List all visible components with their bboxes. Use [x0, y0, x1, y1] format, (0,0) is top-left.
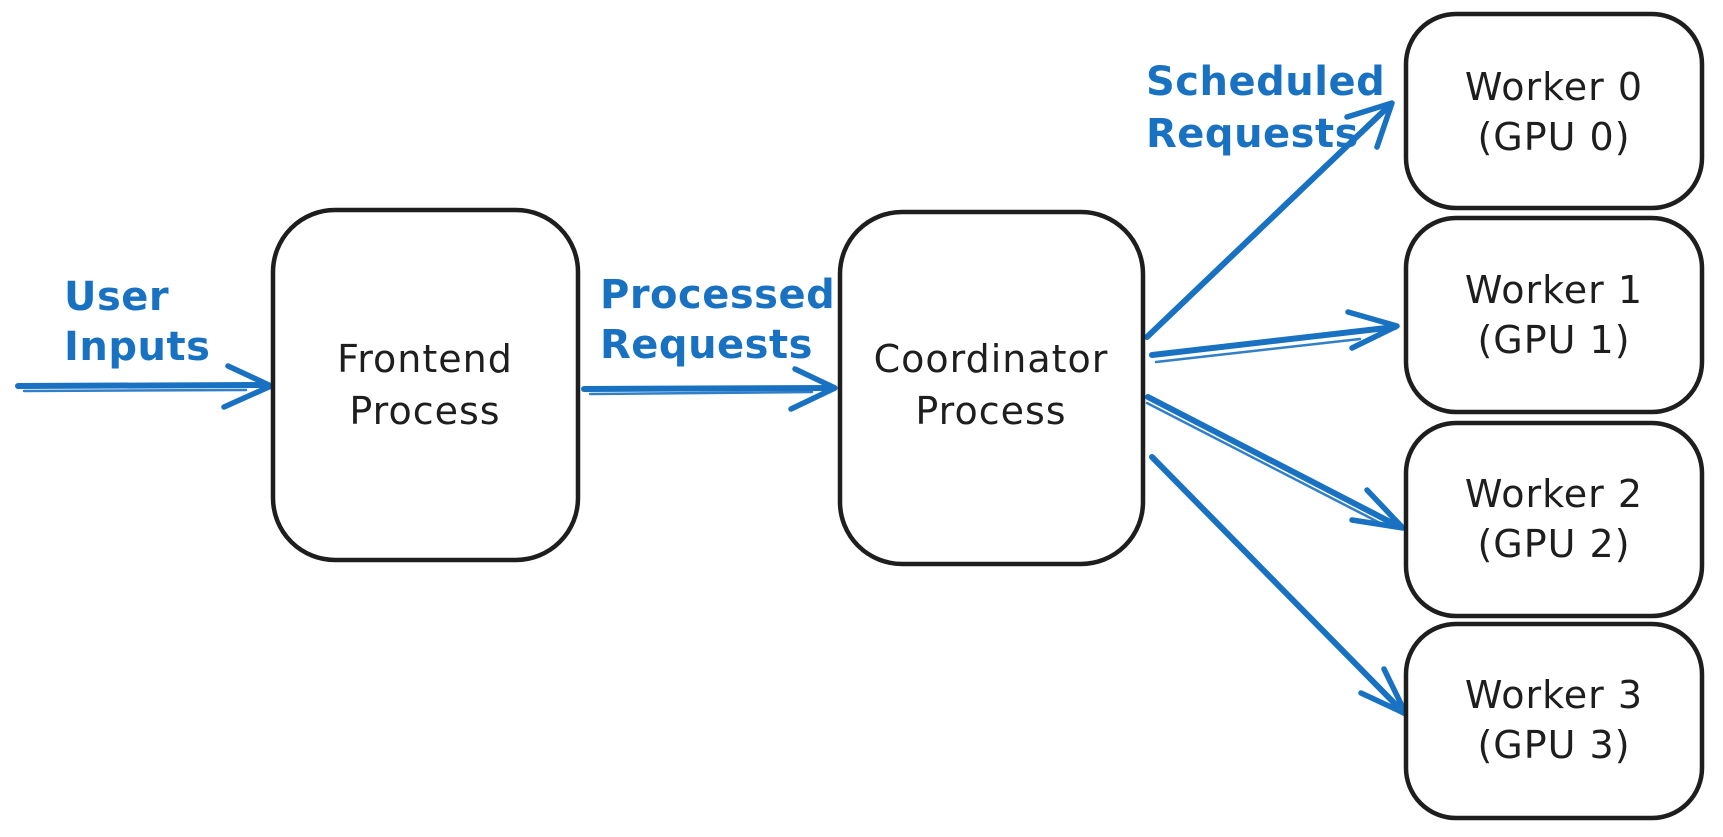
- coordinator-process-node: Coordinator Process: [837, 209, 1146, 567]
- scheduled-arrow-worker-2-shaft: [1145, 394, 1403, 530]
- scheduled-arrow-worker-1-shaft: [1149, 324, 1398, 358]
- coordinator-process-label-line2: Process: [915, 389, 1066, 433]
- scheduled-arrow-worker-1-echo: [1154, 337, 1362, 364]
- user-inputs-label-line2: Inputs: [64, 324, 210, 370]
- scheduled-arrow-worker-1: [1149, 309, 1400, 364]
- user-inputs-arrow: [15, 363, 274, 410]
- frontend-process-label-line1: Frontend: [337, 337, 513, 381]
- worker-1-label-line2: (GPU 1): [1477, 318, 1630, 362]
- worker-3-label-line1: Worker 3: [1465, 673, 1643, 717]
- scheduled-requests-label-line2: Requests: [1146, 111, 1359, 157]
- edge-labels: User Inputs Processed Requests Scheduled…: [64, 59, 1385, 370]
- scheduled-arrow-worker-3-shaft: [1149, 454, 1407, 716]
- worker-2-label-line2: (GPU 2): [1477, 522, 1630, 566]
- worker-0-box: [1403, 11, 1705, 211]
- worker-1-label-line1: Worker 1: [1465, 268, 1643, 312]
- worker-0-label-line2: (GPU 0): [1477, 115, 1630, 159]
- processed-requests-arrow-echo: [588, 390, 814, 396]
- processed-requests-label-line1: Processed: [600, 272, 835, 318]
- worker-3-box: [1403, 621, 1705, 821]
- scheduled-requests-label-line1: Scheduled: [1146, 59, 1385, 105]
- edges: [15, 100, 1409, 717]
- worker-2-label-line1: Worker 2: [1465, 472, 1643, 516]
- worker-3-label-line2: (GPU 3): [1477, 723, 1630, 767]
- worker-2-box: [1403, 420, 1705, 619]
- worker-1-node: Worker 1 (GPU 1): [1403, 215, 1705, 415]
- scheduled-arrow-worker-3: [1149, 454, 1409, 717]
- scheduled-arrow-worker-2-head-icon: [1349, 487, 1406, 531]
- processed-requests-arrow-shaft: [581, 385, 835, 392]
- worker-0-label-line1: Worker 0: [1465, 65, 1643, 109]
- processed-requests-arrow: [581, 366, 838, 412]
- scheduled-arrow-worker-2: [1145, 394, 1406, 531]
- worker-0-node: Worker 0 (GPU 0): [1403, 11, 1705, 211]
- worker-3-node: Worker 3 (GPU 3): [1403, 621, 1705, 821]
- coordinator-process-box: [837, 209, 1146, 567]
- frontend-process-label-line2: Process: [349, 389, 500, 433]
- scheduled-arrow-worker-0: [1144, 100, 1395, 340]
- worker-1-box: [1403, 215, 1705, 415]
- user-inputs-label-line1: User: [64, 274, 169, 320]
- processed-requests-label-line2: Requests: [600, 322, 813, 368]
- processed-requests-arrowhead-icon: [788, 366, 838, 412]
- user-inputs-arrow-echo: [22, 388, 248, 393]
- coordinator-process-label-line1: Coordinator: [874, 337, 1109, 381]
- frontend-process-node: Frontend Process: [270, 207, 581, 563]
- scheduled-arrow-worker-0-shaft: [1144, 102, 1393, 340]
- nodes: Frontend Process Coordinator Process Wor…: [270, 11, 1705, 821]
- user-inputs-arrow-shaft: [15, 382, 271, 389]
- scheduled-arrow-worker-2-echo: [1145, 401, 1382, 525]
- scheduled-arrow-worker-0-head-icon: [1344, 100, 1395, 150]
- worker-2-node: Worker 2 (GPU 2): [1403, 420, 1705, 619]
- frontend-process-box: [270, 207, 581, 563]
- scheduled-arrow-worker-1-head-icon: [1345, 309, 1400, 351]
